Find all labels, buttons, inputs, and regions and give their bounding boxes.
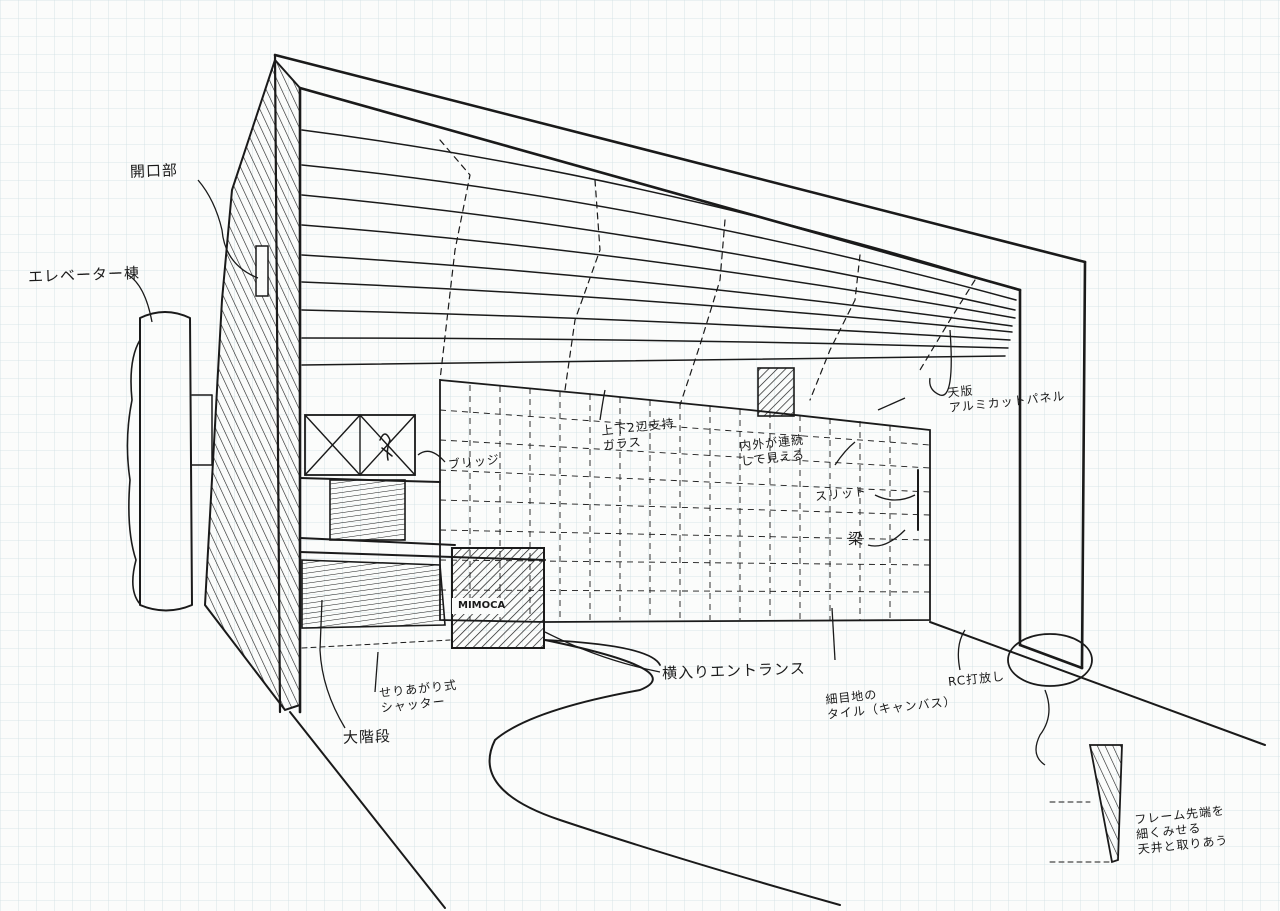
- label-opening: 開口部: [129, 161, 179, 181]
- main-frame: [273, 53, 1087, 714]
- elevator-tower: [126, 311, 213, 612]
- ceiling-panels: [301, 129, 1019, 406]
- sign-block: [451, 547, 545, 649]
- frame-foot-circle: [1007, 633, 1093, 687]
- label-sign: MIMOCA: [458, 600, 506, 611]
- label-frame: フレーム先端を 細くみせる 天井と取りあう: [1133, 803, 1230, 857]
- grand-staircase: [299, 479, 546, 649]
- back-opening: [757, 367, 795, 417]
- label-beam: 梁: [847, 529, 865, 549]
- frame-tip-detail: [1049, 744, 1123, 864]
- leader-lines: [127, 179, 1050, 766]
- label-stairs: 大階段: [342, 727, 392, 747]
- ground-lines: [289, 621, 1266, 909]
- opening-slot: [255, 245, 269, 297]
- label-elevator: エレベーター棟: [27, 264, 141, 286]
